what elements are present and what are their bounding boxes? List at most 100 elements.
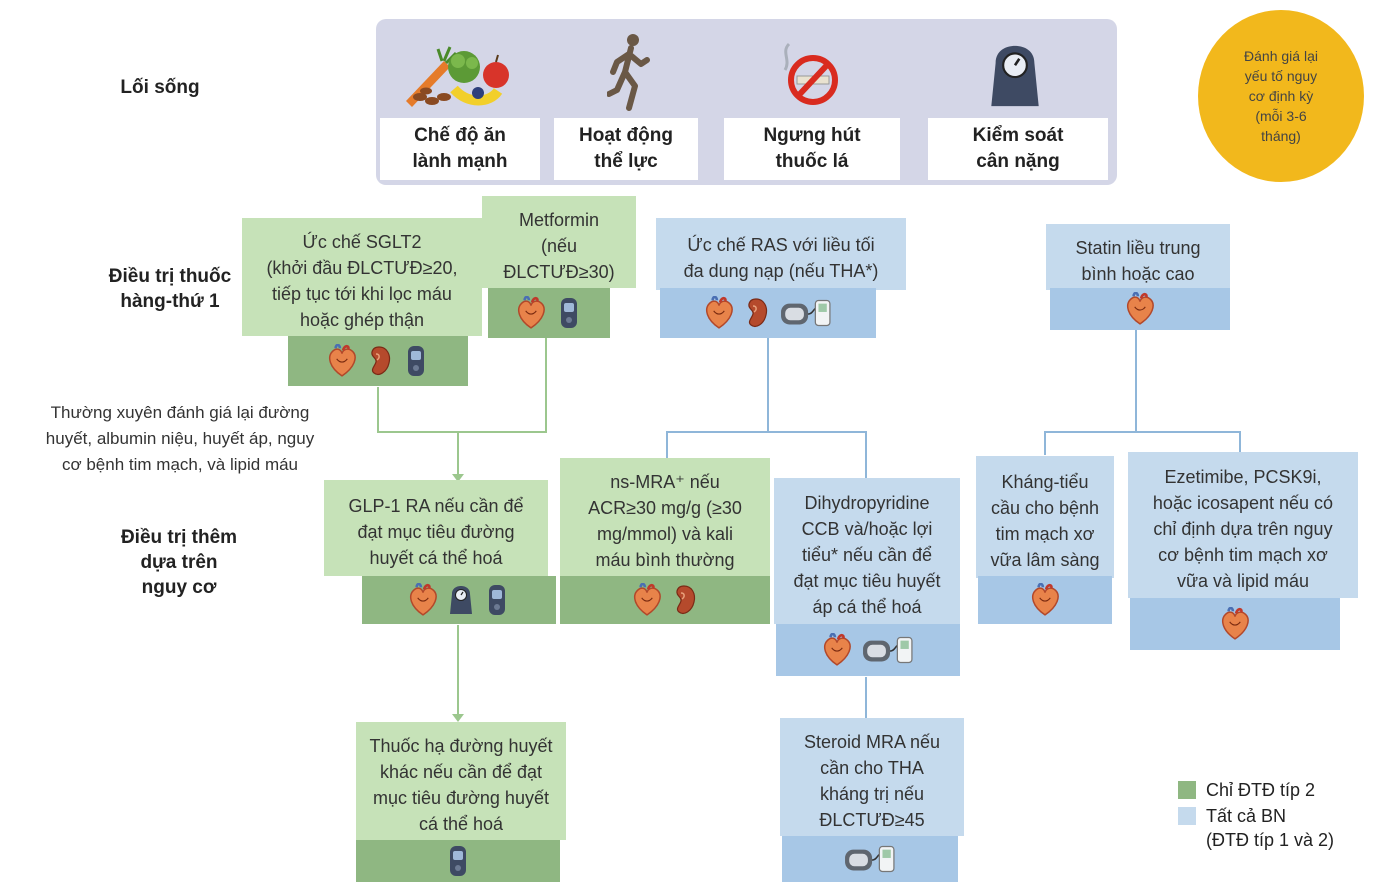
lifestyle-row-text: Lối sống (120, 76, 200, 98)
steroid-mra-line2: cần cho THA (820, 758, 924, 778)
ezetimibe-line1: Ezetimibe, PCSK9i, (1164, 467, 1322, 487)
glucose-meter-icon (489, 585, 505, 615)
activity-label-line1: Hoạt động (579, 125, 673, 146)
glp1-line1: GLP-1 RA nếu cần để (348, 496, 524, 516)
reassess-note: Thường xuyên đánh giá lại đường huyết, a… (12, 400, 348, 482)
diet-label-line1: Chế độ ăn (414, 125, 506, 146)
heart-icon (328, 344, 357, 378)
heart-icon (1126, 292, 1155, 326)
other-glucose-line2: khác nếu cần để đạt (379, 762, 543, 782)
blood-pressure-monitor-icon (862, 636, 913, 664)
lifestyle-item-activity: Hoạt động thể lực (554, 118, 698, 180)
smoking-label-line2: thuốc lá (775, 151, 849, 172)
heart-icon (705, 296, 734, 330)
reassess-note-line2: huyết, albumin niệu, huyết áp, nguy (45, 429, 315, 448)
ezetimibe-box: Ezetimibe, PCSK9i, hoặc icosapent nếu có… (1128, 452, 1358, 598)
sglt2-line2: (khởi đầu ĐLCTƯĐ≥20, (266, 258, 458, 278)
kidney-icon (748, 298, 768, 328)
legend-item-type2: Chỉ ĐTĐ típ 2 (1178, 778, 1370, 802)
ccb-line1: Dihydropyridine (804, 493, 930, 513)
heart-icon (409, 583, 438, 617)
ccb-line4: đạt mục tiêu huyết (793, 571, 941, 591)
legend-swatch-blue (1178, 807, 1196, 825)
heart-icon (633, 583, 662, 617)
antiplatelet-line2: cầu cho bệnh (990, 498, 1100, 518)
smoking-label-line1: Ngưng hút (763, 125, 861, 146)
ezetimibe-line2: hoặc icosapent nếu có (1152, 493, 1334, 513)
statin-box: Statin liều trung bình hoặc cao (1046, 224, 1230, 290)
reassess-circle-line3: cơ định kỳ (1248, 88, 1314, 104)
nsmra-line1: ns-MRA⁺ nếu (610, 472, 720, 492)
other-glucose-box: Thuốc hạ đường huyết khác nếu cần để đạt… (356, 722, 566, 840)
reassess-note-line1: Thường xuyên đánh giá lại đường (50, 403, 310, 422)
steroid-mra-line4: ĐLCTƯĐ≥45 (819, 810, 925, 830)
metformin-line1: Metformin (518, 210, 599, 230)
metformin-line2: (nếu (540, 236, 578, 256)
reassess-circle-line4: (mỗi 3-6 (1255, 108, 1307, 124)
ras-line1: Ức chế RAS với liều tối (687, 235, 875, 255)
ras-line2: đa dung nạp (nếu THA*) (683, 261, 879, 281)
antiplatelet-box: Kháng-tiểu cầu cho bệnh tim mạch xơ vữa … (976, 456, 1114, 578)
weight-scale-icon (449, 585, 473, 615)
risk-based-label-line3: nguy cơ (141, 576, 217, 598)
ras-icon-bar (660, 288, 876, 338)
first-line-label-line1: Điều trị thuốc (108, 266, 232, 287)
ccb-line3: tiểu* nếu cần để (801, 545, 933, 565)
steroid-mra-box: Steroid MRA nếu cần cho THA kháng trị nế… (780, 718, 964, 836)
legend-item-all: Tất cả BN (ĐTĐ típ 1 và 2) (1178, 804, 1370, 852)
glucose-meter-icon (450, 846, 466, 876)
legend: Chỉ ĐTĐ típ 2 Tất cả BN (ĐTĐ típ 1 và 2) (1168, 772, 1380, 864)
kidney-icon (676, 585, 696, 615)
reassess-note-line3: cơ bệnh tim mạch, và lipid máu (61, 455, 299, 474)
ezetimibe-icon-bar (1130, 598, 1340, 650)
glp1-box: GLP-1 RA nếu cần để đạt mục tiêu đường h… (324, 480, 548, 576)
nsmra-line4: máu bình thường (595, 550, 735, 570)
heart-icon (1221, 607, 1250, 641)
reassess-circle-line1: Đánh giá lại (1244, 48, 1318, 64)
first-line-label-line2: hàng-thứ 1 (120, 291, 220, 312)
ras-box: Ức chế RAS với liều tối đa dung nạp (nếu… (656, 218, 906, 290)
heart-icon (1031, 583, 1060, 617)
antiplatelet-line3: tim mạch xơ (995, 524, 1095, 544)
statin-line1: Statin liều trung (1075, 238, 1201, 258)
diet-label-line2: lành mạnh (412, 151, 508, 172)
ccb-line2: CCB và/hoặc lợi (801, 519, 933, 539)
legend-label-all-line2: (ĐTĐ típ 1 và 2) (1206, 830, 1335, 850)
metformin-icon-bar (488, 288, 610, 338)
steroid-mra-icon-bar (782, 836, 958, 882)
glucose-meter-icon (408, 346, 424, 376)
lifestyle-item-diet: Chế độ ăn lành mạnh (380, 118, 540, 180)
ezetimibe-line3: chỉ định dựa trên nguy (1153, 519, 1333, 539)
sglt2-line1: Ức chế SGLT2 (302, 232, 422, 252)
reassess-circle-line5: tháng) (1261, 128, 1301, 144)
nsmra-line2: ACR≥30 mg/g (≥30 (588, 498, 742, 518)
sglt2-line3: tiếp tục tới khi lọc máu (272, 284, 452, 304)
steroid-mra-line3: kháng trị nếu (819, 784, 925, 804)
glp1-line3: huyết cá thể hoá (369, 548, 503, 568)
lifestyle-item-weight: Kiểm soát cân nặng (928, 118, 1108, 180)
legend-swatch-green (1178, 781, 1196, 799)
heart-icon (823, 633, 852, 667)
lifestyle-row-label: Lối sống (95, 70, 225, 104)
antiplatelet-line4: vữa lâm sàng (990, 550, 1100, 570)
risk-based-row-label: Điều trị thêm dựa trên nguy cơ (105, 518, 253, 606)
other-glucose-line4: cá thể hoá (418, 814, 504, 834)
legend-label-all: Tất cả BN (ĐTĐ típ 1 và 2) (1206, 804, 1334, 852)
sglt2-box: Ức chế SGLT2 (khởi đầu ĐLCTƯĐ≥20, tiếp t… (242, 218, 482, 336)
glp1-icon-bar (362, 576, 556, 624)
metformin-box: Metformin (nếu ĐLCTƯĐ≥30) (482, 196, 636, 288)
ccb-box: Dihydropyridine CCB và/hoặc lợi tiểu* nế… (774, 478, 960, 624)
runner-icon (590, 30, 670, 114)
risk-based-label-line2: dựa trên (140, 551, 218, 573)
risk-based-label-line1: Điều trị thêm (120, 526, 238, 548)
blood-pressure-monitor-icon (780, 299, 831, 327)
ezetimibe-line4: cơ bệnh tim mạch xơ (1158, 545, 1328, 565)
other-glucose-line3: mục tiêu đường huyết (373, 788, 549, 808)
legend-label-type2: Chỉ ĐTĐ típ 2 (1206, 780, 1316, 800)
antiplatelet-icon-bar (978, 576, 1112, 624)
weight-label-line2: cân nặng (976, 151, 1060, 172)
metformin-line3: ĐLCTƯĐ≥30) (503, 262, 615, 282)
ccb-line5: áp cá thể hoá (812, 597, 922, 617)
legend-label-all-line1: Tất cả BN (1206, 806, 1287, 826)
